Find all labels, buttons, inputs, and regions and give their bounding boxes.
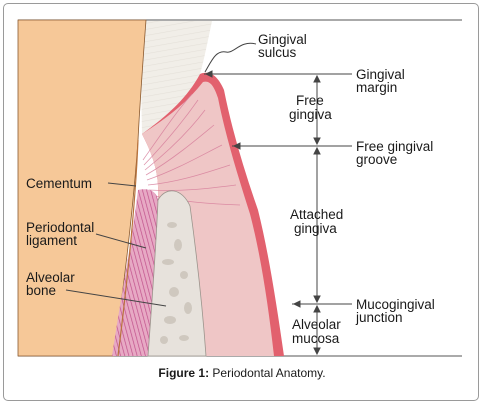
enamel-texture <box>140 21 212 134</box>
figure-caption: Figure 1: Periodontal Anatomy. <box>0 366 484 380</box>
bone-trabeculae <box>160 222 192 344</box>
label-cementum: Cementum <box>26 176 92 191</box>
label-gingival-margin: Gingival margin <box>356 67 409 95</box>
label-gingival-sulcus: Gingival sulcus <box>258 32 311 60</box>
label-attached-gingiva: Attached gingiva <box>290 207 347 236</box>
label-alveolar-mucosa: Alveolar mucosa <box>292 317 345 346</box>
caption-text: Periodontal Anatomy. <box>209 366 326 380</box>
label-alveolar-bone: Alveolar bone <box>26 270 79 298</box>
dimension-lines <box>204 70 352 356</box>
cementum-line <box>117 139 139 357</box>
alveolar-bone <box>147 190 207 357</box>
leader-lines <box>65 42 257 307</box>
gingival-fibers <box>142 93 241 206</box>
caption-label: Figure 1: <box>158 366 210 380</box>
label-free-gingival-groove: Free gingival groove <box>356 139 437 167</box>
label-periodontal-ligament: Periodontal ligament <box>26 220 98 248</box>
label-mucogingival-junction: Mucogingival junction <box>355 297 439 325</box>
label-free-gingiva: Free gingiva <box>289 93 332 122</box>
